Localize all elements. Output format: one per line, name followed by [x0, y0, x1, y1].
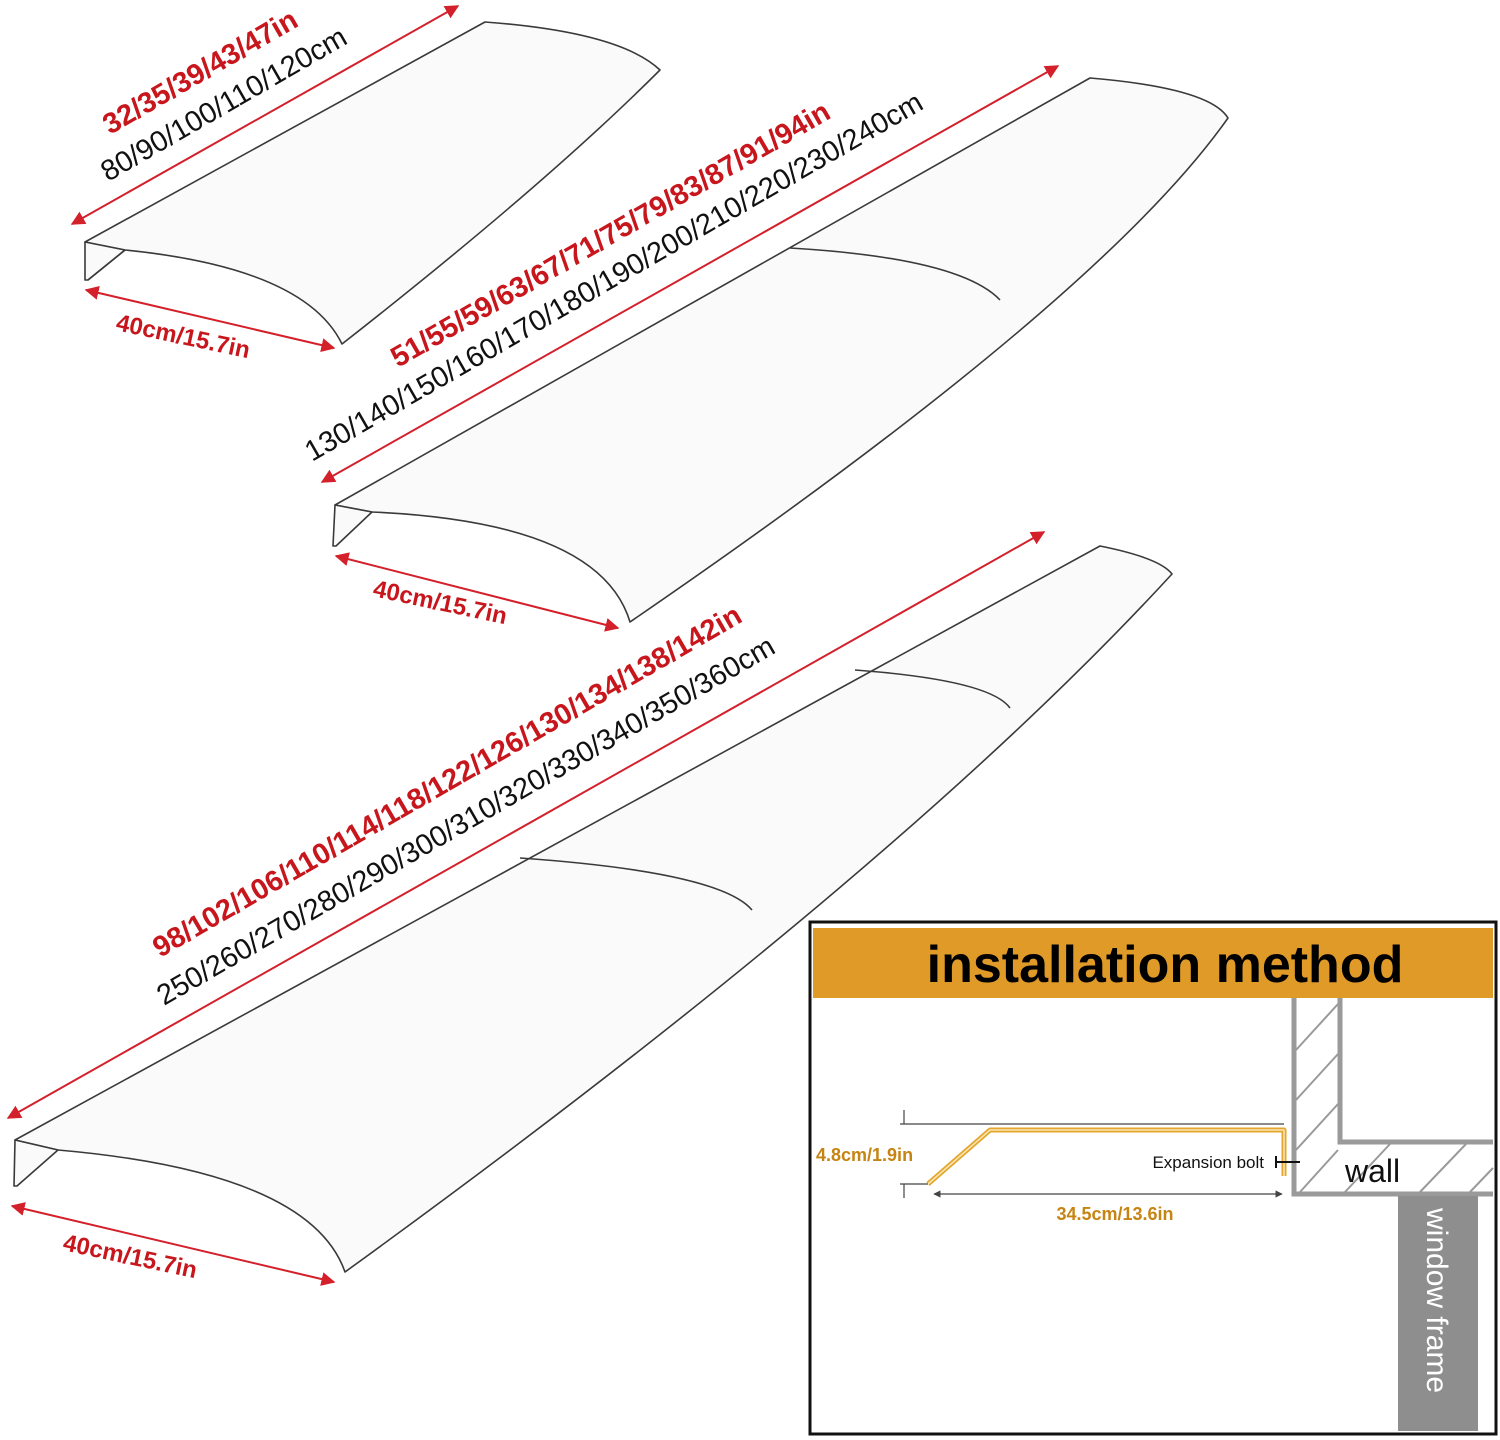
awning-medium-depth: 40cm/15.7in — [371, 575, 510, 630]
window-frame — [1398, 1196, 1478, 1431]
awning-small-inner-edge — [87, 249, 126, 281]
installation-header-band — [813, 928, 1493, 998]
awning-large-length-arrow — [6, 531, 1046, 1119]
installation-panel-border — [808, 920, 1498, 1436]
expansion-bolt-label: Expansion bolt — [1152, 1153, 1264, 1172]
wall-hatching — [1295, 1003, 1494, 1193]
awning-large-depth-arrow — [10, 1202, 336, 1286]
window-frame-label: window frame — [1420, 1207, 1453, 1393]
depth-label: 34.5cm/13.6in — [1056, 1204, 1173, 1224]
awning-small-length-arrow — [70, 5, 460, 225]
installation-panel: installation method wall window frame — [808, 920, 1498, 1436]
awning-small-depth-arrow — [84, 286, 336, 352]
wall-structure: wall — [1291, 998, 1494, 1197]
awning-large-depth: 40cm/15.7in — [61, 1229, 200, 1284]
height-dimension — [900, 1110, 1284, 1198]
height-label: 4.8cm/1.9in — [816, 1145, 913, 1165]
wall-label: wall — [1344, 1153, 1400, 1189]
awning-small-depth: 40cm/15.7in — [114, 309, 253, 364]
awning-medium-front-lip — [332, 504, 373, 547]
installation-title: installation method — [927, 936, 1404, 994]
awning-medium-length-arrow — [320, 65, 1060, 483]
awning-large-front-lip — [13, 1139, 59, 1187]
